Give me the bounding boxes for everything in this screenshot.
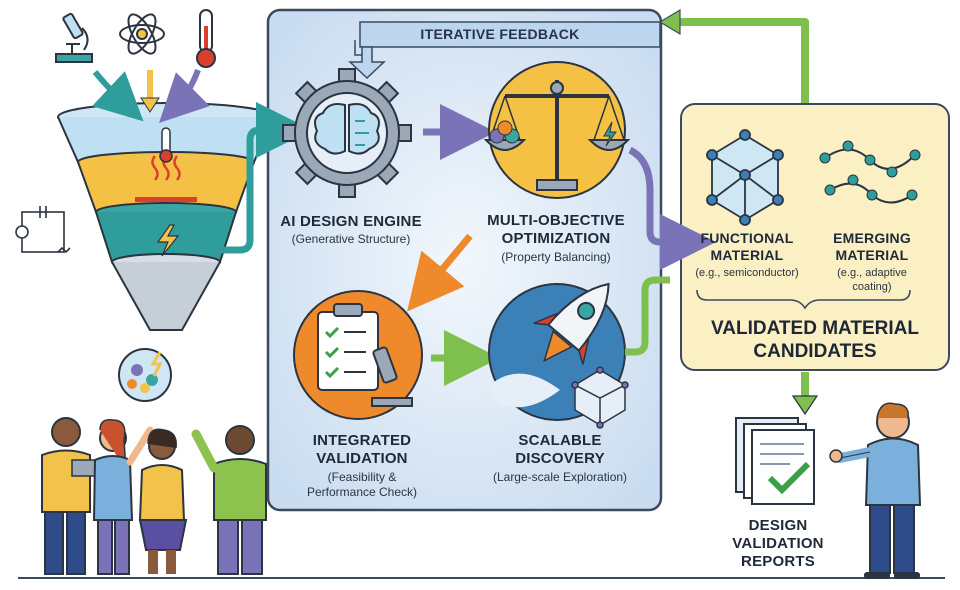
arrow-optimization-to-validation bbox=[407, 233, 473, 312]
reports-label-3: REPORTS bbox=[741, 553, 815, 570]
functional-subtitle: (e.g., semiconductor) bbox=[695, 267, 799, 279]
reports-label-1: DESIGN bbox=[748, 517, 808, 534]
emerging-subtitle-1: (e.g., adaptive bbox=[837, 267, 907, 279]
reports-label-2: VALIDATION bbox=[732, 535, 824, 552]
people-group bbox=[41, 417, 267, 575]
validation-title-2: VALIDATION bbox=[316, 450, 408, 467]
functional-title-1: FUNCTIONAL bbox=[700, 230, 794, 246]
arrow-discovery-to-candidates bbox=[625, 276, 670, 356]
candidates-heading-2: CANDIDATES bbox=[753, 341, 877, 362]
crystal-lattice-icon bbox=[706, 129, 784, 226]
feedback-arrow bbox=[348, 21, 661, 80]
functional-title-2: MATERIAL bbox=[710, 247, 784, 263]
checkmark-icon bbox=[767, 461, 811, 495]
validation-subtitle-1: (Feasibility & bbox=[327, 470, 397, 484]
emerging-title-2: MATERIAL bbox=[835, 247, 909, 263]
nanoparticle-icon bbox=[118, 348, 172, 402]
crystal-lattice-icon bbox=[571, 366, 629, 429]
microscope-icon bbox=[55, 12, 93, 63]
design-engine-subtitle: (Generative Structure) bbox=[291, 232, 411, 246]
loop-arrow bbox=[672, 18, 809, 103]
optimization-subtitle: (Property Balancing) bbox=[501, 250, 611, 264]
funnel-icon bbox=[57, 102, 275, 331]
clipboard-checklist-icon bbox=[293, 290, 423, 420]
feedback-label: ITERATIVE FEEDBACK bbox=[420, 26, 580, 42]
arrow-optimization-to-candidates bbox=[628, 146, 716, 270]
emerging-subtitle-2: coating) bbox=[852, 281, 892, 293]
discovery-title-2: DISCOVERY bbox=[515, 450, 605, 467]
document-stack-icon bbox=[735, 417, 815, 505]
brain-gear-icon bbox=[282, 68, 412, 198]
thermometer-icon bbox=[196, 9, 216, 68]
validation-title-1: INTEGRATED bbox=[312, 432, 412, 449]
emerging-title-1: EMERGING bbox=[833, 230, 911, 246]
arrow-input-to-engine bbox=[212, 102, 312, 254]
validation-subtitle-2: Performance Check) bbox=[306, 485, 418, 499]
optimization-title-2: OPTIMIZATION bbox=[501, 230, 611, 247]
candidates-heading-1: VALIDATED MATERIAL bbox=[711, 318, 919, 339]
circuit-icon bbox=[15, 206, 71, 254]
molecule-chain-icon bbox=[819, 140, 921, 204]
discovery-subtitle: (Large-scale Exploration) bbox=[492, 470, 628, 484]
balance-scale-icon bbox=[483, 61, 631, 199]
design-engine-title: AI DESIGN ENGINE bbox=[280, 213, 422, 230]
brace bbox=[696, 289, 911, 310]
atom-icon bbox=[119, 13, 165, 55]
person-presenter bbox=[829, 402, 922, 579]
discovery-title-1: SCALABLE bbox=[518, 432, 602, 449]
optimization-title-1: MULTI-OBJECTIVE bbox=[487, 212, 625, 229]
